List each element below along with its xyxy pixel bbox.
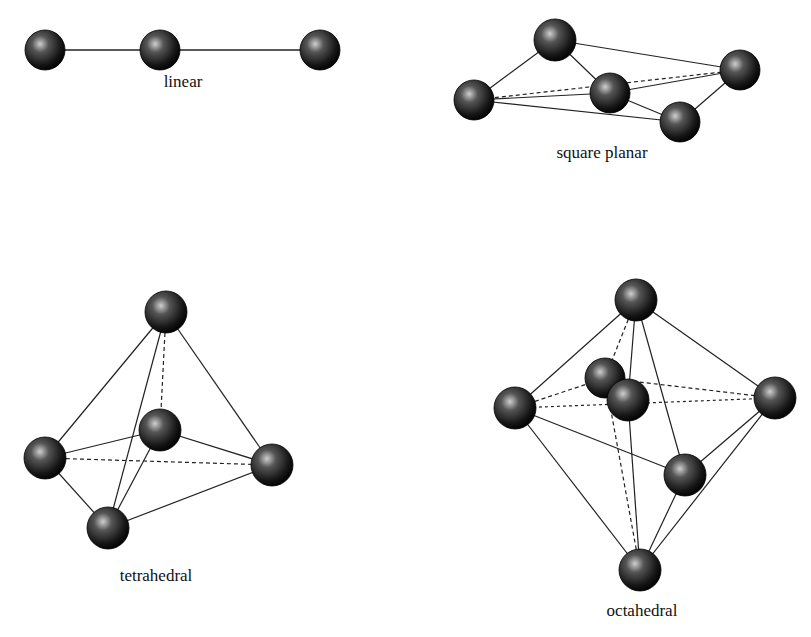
shape-label: square planar bbox=[554, 143, 649, 163]
shape-label: octahedral bbox=[605, 601, 680, 621]
shape-label: tetrahedral bbox=[118, 566, 195, 586]
shape-label: linear bbox=[162, 72, 205, 92]
